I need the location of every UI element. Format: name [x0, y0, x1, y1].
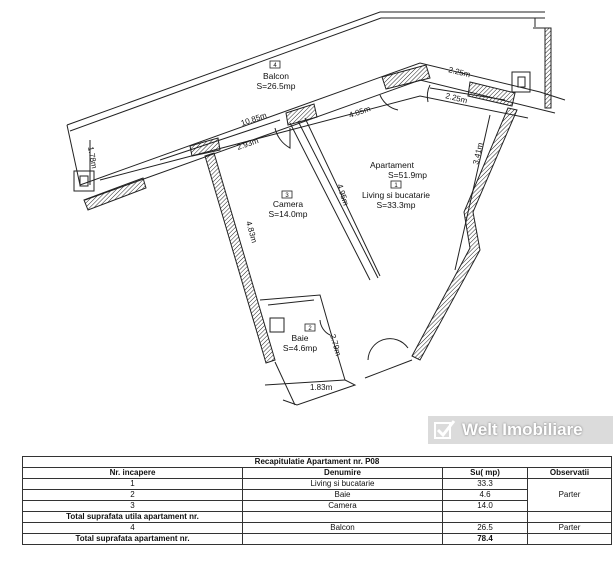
- cell-nr: 1: [22, 478, 243, 490]
- cell-su: 4.6: [442, 489, 528, 501]
- exterior-wall: [79, 62, 566, 186]
- dimension-label: 1.83m: [310, 383, 333, 392]
- cell-su: 33.3: [442, 478, 528, 490]
- cell-nr: 4: [22, 522, 243, 534]
- cell-obs: Parter: [527, 522, 612, 534]
- room-number: 3: [285, 193, 289, 199]
- table-row: 4 Balcon 26.5 Parter: [22, 522, 612, 534]
- apartment-label: Apartament: [370, 160, 415, 170]
- table-row-total: Total suprafata apartament nr. 78.4: [22, 533, 612, 545]
- header-su: Su( mp): [442, 467, 528, 479]
- dimension-label: 3.41m: [471, 141, 485, 165]
- room-name: Camera: [273, 199, 304, 209]
- room-number: 4: [273, 63, 277, 69]
- cell-su: 14.0: [442, 500, 528, 512]
- cell-name: Camera: [242, 500, 443, 512]
- table-row-total-util: Total suprafata utila apartament nr.: [22, 511, 612, 523]
- cell-nr: 3: [22, 500, 243, 512]
- room-balcon: 4 Balcon S=26.5mp: [257, 60, 296, 91]
- balcony-outline: [66, 11, 545, 126]
- table-header-row: Nr. incapere Denumire Su( mp) Observatii: [22, 467, 612, 479]
- table-row: 3 Camera 14.0: [22, 500, 612, 512]
- dimension-label: 2.25m: [448, 65, 472, 79]
- room-name: Living si bucatarie: [362, 190, 430, 200]
- cell-name: Baie: [242, 489, 443, 501]
- dimension-label: 4.95m: [335, 183, 351, 207]
- cell-su: 26.5: [442, 522, 528, 534]
- room-baie: 2 Baie S=4.6mp: [283, 323, 318, 353]
- cell-name: Living si bucatarie: [242, 478, 443, 490]
- room-area: S=14.0mp: [269, 209, 308, 219]
- room-camera: 3 Camera S=14.0mp: [269, 190, 308, 219]
- room-area: S=4.6mp: [283, 343, 318, 353]
- dimension-label: 2.93m: [236, 136, 260, 152]
- room-area: S=26.5mp: [257, 81, 296, 91]
- room-number: 1: [394, 183, 398, 189]
- apartment-area: S=51.9mp: [388, 170, 427, 180]
- cell-total: 78.4: [442, 533, 528, 545]
- cell-obs: Parter: [527, 478, 612, 512]
- header-nr: Nr. incapere: [22, 467, 243, 479]
- room-living: Apartament S=51.9mp 1 Living si bucatari…: [362, 160, 430, 210]
- header-observatii: Observatii: [527, 467, 612, 479]
- cell-label: Total suprafata apartament nr.: [22, 533, 243, 545]
- cell-nr: 2: [22, 489, 243, 501]
- table-row: 1 Living si bucatarie 33.3 Parter: [22, 478, 612, 512]
- floor-plan: 4 Balcon S=26.5mp 3 Camera S=14.0mp 2 Ba…: [66, 11, 566, 406]
- room-area: S=33.3mp: [377, 200, 416, 210]
- watermark: Welt Imobiliare: [428, 416, 613, 444]
- room-name: Balcon: [263, 71, 289, 81]
- table-title: Recapitulatie Apartament nr. P08: [22, 456, 612, 468]
- watermark-text: Welt Imobiliare: [462, 420, 583, 439]
- dimension-label: 4.83m: [244, 220, 259, 244]
- header-denumire: Denumire: [242, 467, 443, 479]
- checkmark-logo-icon: [434, 420, 456, 439]
- summary-table: Recapitulatie Apartament nr. P08 Nr. inc…: [22, 456, 612, 545]
- dimension-label: 2.79m: [328, 333, 343, 357]
- cell-label: Total suprafata utila apartament nr.: [22, 511, 243, 523]
- cell-name: Balcon: [242, 522, 443, 534]
- room-number: 2: [308, 326, 312, 332]
- dimension-label: 4.05m: [348, 104, 372, 120]
- dimension-label: 1.78m: [86, 146, 99, 170]
- table-row: 2 Baie 4.6: [22, 489, 612, 501]
- room-name: Baie: [291, 333, 308, 343]
